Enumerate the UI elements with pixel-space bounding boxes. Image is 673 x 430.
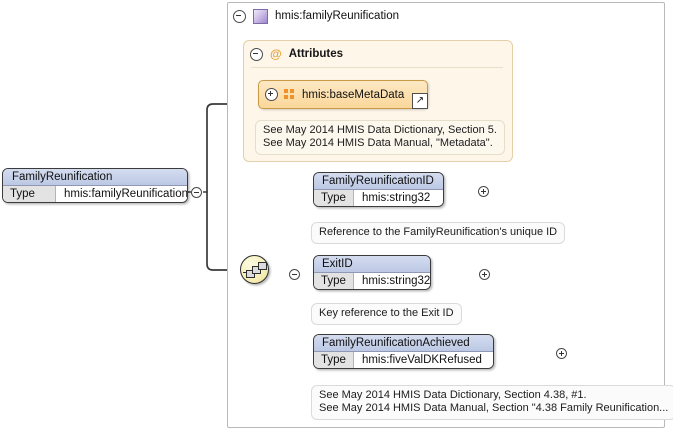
element-node-familyreunificationachieved[interactable]: FamilyReunificationAchieved Type hmis:fi…	[313, 334, 494, 369]
attributes-collapse-toggle[interactable]	[250, 48, 263, 61]
annotation-line: See May 2014 HMIS Data Dictionary, Secti…	[319, 389, 668, 402]
external-link-icon[interactable]: ↗	[412, 93, 428, 109]
annotation-line: Reference to the FamilyReunification's u…	[319, 226, 557, 239]
element-type-value: hmis:string32	[354, 190, 438, 206]
element-type-label: Type	[314, 190, 354, 206]
annotation-line: See May 2014 HMIS Data Manual, Section "…	[319, 402, 668, 415]
annotation-line: See May 2014 HMIS Data Dictionary, Secti…	[263, 124, 497, 137]
attribute-group-name: hmis:baseMetaData	[302, 89, 404, 101]
root-element-collapse-toggle[interactable]	[191, 187, 202, 198]
attributes-label: Attributes	[289, 48, 343, 60]
container-title: hmis:familyReunification	[275, 10, 399, 22]
root-element-type-row: Type hmis:familyReunification	[3, 186, 187, 202]
element-annotation-3: See May 2014 HMIS Data Dictionary, Secti…	[311, 385, 673, 420]
sequence-compositor-icon[interactable]	[240, 255, 269, 284]
attributes-divider	[251, 67, 503, 68]
element-type-value: hmis:fiveValDKRefused	[354, 352, 490, 368]
element-node-familyreunificationid[interactable]: FamilyReunificationID Type hmis:string32	[313, 172, 444, 207]
attribute-group-annotation: See May 2014 HMIS Data Dictionary, Secti…	[255, 120, 505, 155]
attribute-group-icon	[284, 89, 296, 100]
attribute-group-node[interactable]: hmis:baseMetaData ↗	[258, 80, 428, 109]
element-name: FamilyReunificationID	[314, 173, 443, 190]
annotation-line: Key reference to the Exit ID	[319, 307, 454, 320]
root-element-name: FamilyReunification	[3, 169, 187, 186]
element-node-exitid[interactable]: ExitID Type hmis:string32	[313, 255, 431, 290]
container-header: hmis:familyReunification	[233, 6, 399, 26]
at-symbol-icon: @	[270, 48, 282, 60]
element-name: FamilyReunificationAchieved	[314, 335, 493, 352]
root-element-type-value: hmis:familyReunification	[56, 186, 188, 202]
element-annotation-1: Reference to the FamilyReunification's u…	[311, 222, 565, 244]
complex-type-icon	[253, 9, 268, 24]
root-element-type-label: Type	[3, 186, 56, 202]
element-type-row: Type hmis:string32	[314, 273, 430, 289]
attribute-group-expand-toggle[interactable]	[265, 88, 278, 101]
container-collapse-toggle[interactable]	[233, 10, 246, 23]
attributes-header: @ Attributes	[250, 46, 343, 62]
element-type-row: Type hmis:string32	[314, 190, 443, 206]
element-type-label: Type	[314, 352, 354, 368]
annotation-line: See May 2014 HMIS Data Manual, "Metadata…	[263, 137, 497, 150]
sequence-collapse-toggle[interactable]	[289, 269, 300, 280]
element-type-label: Type	[314, 273, 354, 289]
element-type-row: Type hmis:fiveValDKRefused	[314, 352, 493, 368]
element-name: ExitID	[314, 256, 430, 273]
element-annotation-2: Key reference to the Exit ID	[311, 303, 462, 325]
root-element-node[interactable]: FamilyReunification Type hmis:familyReun…	[2, 168, 188, 203]
element-type-value: hmis:string32	[354, 273, 431, 289]
